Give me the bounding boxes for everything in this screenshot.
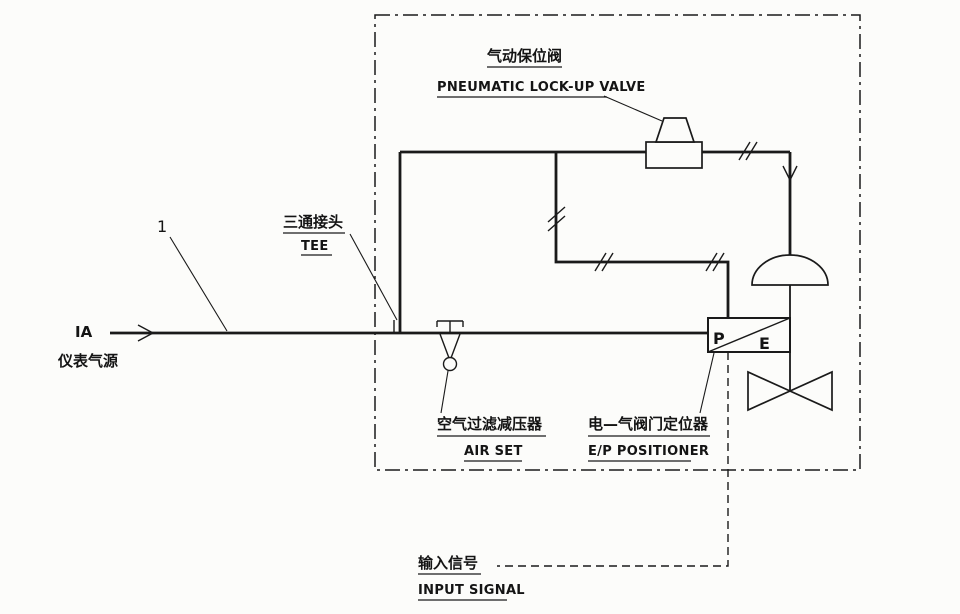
input-signal-en-label: INPUT SIGNAL	[418, 583, 525, 598]
break-mark-icon	[738, 141, 758, 161]
positioner-symbol: P E	[707, 317, 791, 353]
ref-1-leader	[169, 236, 228, 332]
air-set-en-label: AIR SET	[464, 444, 523, 459]
lockup-valve-en-label: PNEUMATIC LOCK-UP VALVE	[437, 80, 646, 95]
break-mark-icon	[705, 252, 725, 272]
positioner-port-e-label: E	[759, 334, 770, 353]
lockup-valve-symbol	[645, 117, 703, 169]
ref-number-label: 1	[157, 217, 167, 236]
positioner-zh-label: 电—气阀门定位器	[588, 415, 709, 433]
down-arrow-icon	[782, 165, 798, 182]
input-signal-line	[497, 352, 729, 567]
flow-arrow-icon	[137, 324, 155, 342]
system-boundary	[374, 14, 861, 471]
tee-en-label: TEE	[301, 239, 329, 254]
air-set-symbol	[436, 320, 464, 372]
air-source-zh-label: 仪表气源	[57, 352, 118, 370]
positioner-en-label: E/P POSITIONER	[588, 444, 709, 459]
break-mark-icon	[594, 252, 614, 272]
valve-body-symbol	[747, 370, 833, 412]
positioner-leader	[699, 352, 715, 414]
lockup-valve-zh-label: 气动保位阀	[486, 47, 562, 65]
lockup-valve-leader	[603, 95, 663, 122]
air-set-leader	[440, 370, 449, 414]
actuator-symbol	[751, 254, 829, 391]
air-set-zh-label: 空气过滤减压器	[437, 415, 543, 433]
positioner-port-p-label: P	[713, 329, 725, 348]
input-signal-zh-label: 输入信号	[418, 554, 478, 572]
break-mark-icon	[547, 206, 566, 232]
positioner-output-line	[554, 152, 730, 318]
tee-leader	[349, 233, 398, 321]
air-source-code-label: IA	[75, 323, 93, 341]
tee-zh-label: 三通接头	[283, 213, 343, 231]
